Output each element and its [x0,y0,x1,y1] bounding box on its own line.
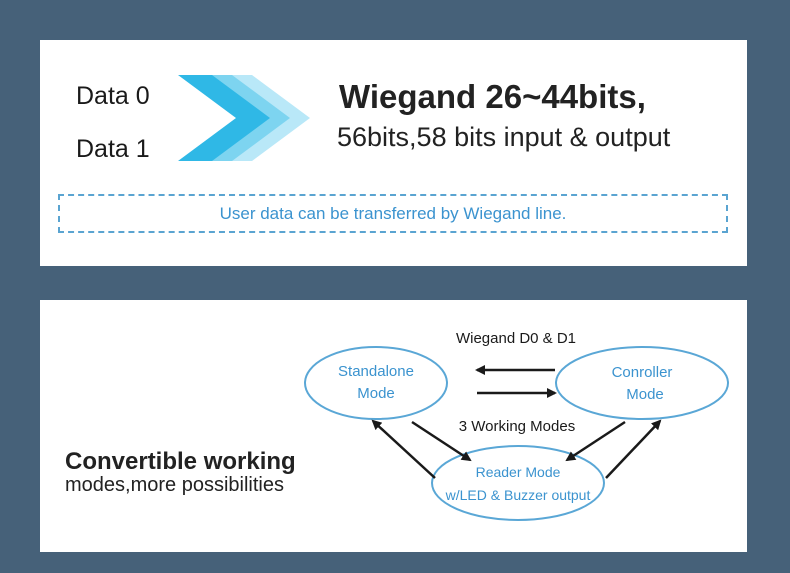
chevron-mid [198,75,290,161]
data-flow-chevron-icon [178,75,310,161]
reader-mode-node [431,445,605,521]
controller-mode-line1: Conroller [612,364,673,381]
data1-label: Data 1 [76,135,150,163]
standalone-mode-line2: Mode [357,385,395,402]
page-title: Wiegand 26~44bits, [339,78,646,115]
arrow-controller-to-reader [565,420,626,462]
arrow-standalone-to-reader [411,420,472,462]
standalone-mode-node [304,346,448,420]
controller-mode-node [555,346,729,420]
chevron-dark [178,75,270,161]
note-text: User data can be transferred by Wiegand … [219,203,567,223]
chevron-light [218,75,310,161]
arrow-reader-to-standalone [371,419,436,479]
convertible-subline: modes,more possibilities [65,474,284,496]
wiegand-info-panel: Data 0 Data 1 Wiegand 26~44bits, 56bits,… [40,40,747,266]
standalone-mode-line1: Standalone [338,363,414,380]
note-box: User data can be transferred by Wiegand … [58,194,728,233]
reader-mode-line2: w/LED & Buzzer output [445,487,591,503]
arrow-reader-to-controller [605,419,662,479]
working-modes-diagram: Wiegand D0 & D1 3 Working Modes Standalo… [304,330,729,521]
controller-mode-line2: Mode [626,386,664,403]
working-modes-panel: Convertible working modes,more possibili… [40,300,747,552]
convertible-headline: Convertible working [65,448,296,475]
data0-label: Data 0 [76,82,150,110]
page-subtitle: 56bits,58 bits input & output [337,122,671,152]
wiegand-d0-d1-label: Wiegand D0 & D1 [456,330,576,347]
three-working-modes-label: 3 Working Modes [459,418,575,435]
reader-mode-line1: Reader Mode [476,464,561,480]
